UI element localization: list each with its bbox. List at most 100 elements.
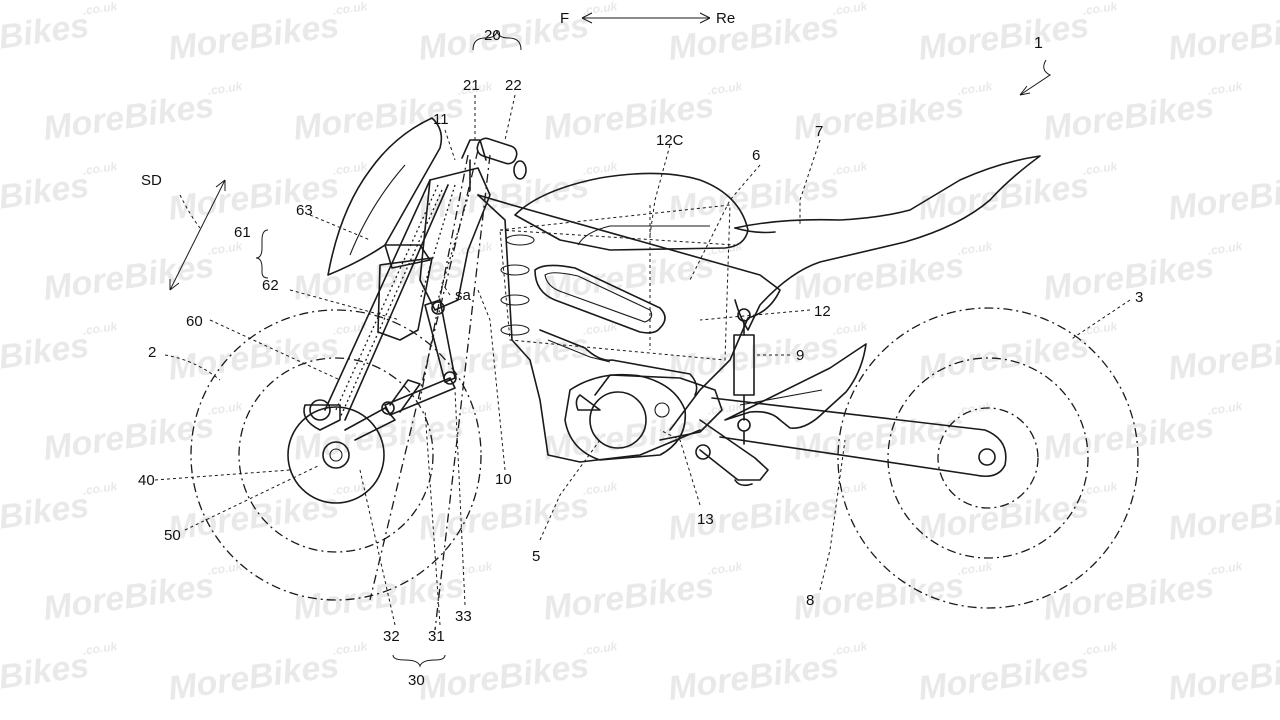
label-3: 3: [1135, 289, 1143, 306]
watermark-suffix: .co.uk: [332, 319, 370, 338]
watermark-suffix: .co.uk: [332, 159, 370, 178]
watermark-suffix: .co.uk: [1207, 79, 1245, 98]
headlight-cowl: [327, 117, 443, 276]
watermark-text: MoreBikes: [541, 566, 717, 628]
watermark-text: MoreBikes: [166, 486, 342, 548]
label-30: 30: [408, 672, 425, 689]
watermark-text: MoreBikes: [1166, 326, 1280, 388]
watermark-suffix: .co.uk: [207, 399, 245, 418]
watermark-suffix: .co.uk: [707, 399, 745, 418]
watermark-suffix: .co.uk: [1082, 319, 1120, 338]
motor-unit: [564, 373, 687, 461]
watermark-suffix: .co.uk: [457, 239, 495, 258]
label-61: 61: [234, 224, 251, 241]
watermark-suffix: .co.uk: [707, 79, 745, 98]
watermark-text: MoreBikes: [541, 86, 717, 148]
watermark-suffix: .co.uk: [457, 79, 495, 98]
watermark-suffix: .co.uk: [582, 319, 620, 338]
label-11: 11: [433, 111, 449, 128]
label-5: 5: [532, 548, 540, 565]
label-60: 60: [186, 313, 203, 330]
watermark-suffix: .co.uk: [957, 79, 995, 98]
watermark-text: MoreBikes: [291, 566, 467, 628]
watermark-text: MoreBikes: [166, 166, 342, 228]
watermark-suffix: .co.uk: [832, 0, 870, 18]
watermark-text: MoreBikes: [916, 646, 1092, 708]
front-wheel: [190, 309, 482, 601]
watermark-text: MoreBikes: [666, 6, 842, 68]
label-7: 7: [815, 123, 823, 140]
watermark-text: MoreBikes: [166, 646, 342, 708]
watermark-text: MoreBikes: [41, 86, 217, 148]
watermark-suffix: .co.uk: [82, 479, 120, 498]
label-12: 12: [814, 303, 831, 320]
label-8: 8: [806, 592, 814, 609]
handlebar: [461, 137, 527, 191]
swing-arm: [695, 397, 1007, 487]
label-12c: 12C: [656, 132, 684, 149]
reference-labels: F Re 1 20 21 22 11 12C 6 7 SD 63 61 62 s…: [138, 10, 1143, 689]
watermark-suffix: .co.uk: [82, 159, 120, 178]
watermark-text: MoreBikes: [791, 246, 967, 308]
watermark-suffix: .co.uk: [832, 159, 870, 178]
watermark-text: MoreBikes: [1166, 166, 1280, 228]
watermark-text: MoreBikes: [0, 6, 91, 68]
watermark-text: MoreBikes: [1041, 406, 1217, 468]
watermark-suffix: .co.uk: [1082, 639, 1120, 658]
head-pipe: [419, 167, 491, 311]
watermark-suffix: .co.uk: [582, 159, 620, 178]
watermark-suffix: .co.uk: [207, 559, 245, 578]
watermark-suffix: .co.uk: [832, 319, 870, 338]
watermark-text: MoreBikes: [791, 406, 967, 468]
watermark-text: MoreBikes: [41, 406, 217, 468]
front-link-suspension: [344, 299, 457, 441]
watermark-text: MoreBikes: [666, 646, 842, 708]
watermark-text: MoreBikes: [1166, 6, 1280, 68]
watermark-suffix: .co.uk: [332, 479, 370, 498]
watermark-suffix: .co.uk: [832, 639, 870, 658]
label-33: 33: [455, 608, 472, 625]
label-front: F: [560, 10, 569, 27]
watermark-suffix: .co.uk: [207, 239, 245, 258]
leader-lines: [154, 12, 1131, 668]
watermark-suffix: .co.uk: [457, 559, 495, 578]
steering-axis: [369, 149, 491, 631]
watermark-suffix: .co.uk: [582, 639, 620, 658]
watermark-text: MoreBikes: [416, 486, 592, 548]
label-50: 50: [164, 527, 181, 544]
watermark-suffix: .co.uk: [707, 559, 745, 578]
watermark-text: MoreBikes: [916, 6, 1092, 68]
watermark-text: MoreBikes: [916, 166, 1092, 228]
watermark-text: MoreBikes: [0, 486, 91, 548]
label-sa: sa: [455, 287, 472, 304]
watermark-suffix: .co.uk: [957, 239, 995, 258]
label-20: 20: [484, 27, 501, 44]
watermark-suffix: .co.uk: [832, 479, 870, 498]
watermark-suffix: .co.uk: [82, 319, 120, 338]
watermark-suffix: .co.uk: [82, 639, 120, 658]
label-63: 63: [296, 202, 313, 219]
fuel-tank: [514, 172, 749, 251]
rear-fender: [724, 343, 867, 429]
seat-tail: [734, 155, 1041, 331]
watermark-text: MoreBikes: [291, 406, 467, 468]
label-32: 32: [383, 628, 400, 645]
watermark-suffix: .co.uk: [332, 0, 370, 18]
watermark-suffix: .co.uk: [1082, 479, 1120, 498]
watermark-text: MoreBikes: [1041, 566, 1217, 628]
watermark-text: MoreBikes: [1166, 486, 1280, 548]
watermark-suffix: .co.uk: [1207, 239, 1245, 258]
watermark-text: MoreBikes: [666, 166, 842, 228]
watermark-text: MoreBikes: [1041, 246, 1217, 308]
watermark-text: MoreBikes: [416, 646, 592, 708]
watermark-suffix: .co.uk: [957, 559, 995, 578]
watermark-text: MoreBikes: [916, 326, 1092, 388]
watermark-text: MoreBikes: [666, 486, 842, 548]
watermark-text: MoreBikes: [41, 566, 217, 628]
watermark-text: MoreBikes: [166, 6, 342, 68]
watermark-suffix: .co.uk: [582, 479, 620, 498]
label-rear: Re: [716, 10, 735, 27]
label-sd: SD: [141, 172, 162, 189]
